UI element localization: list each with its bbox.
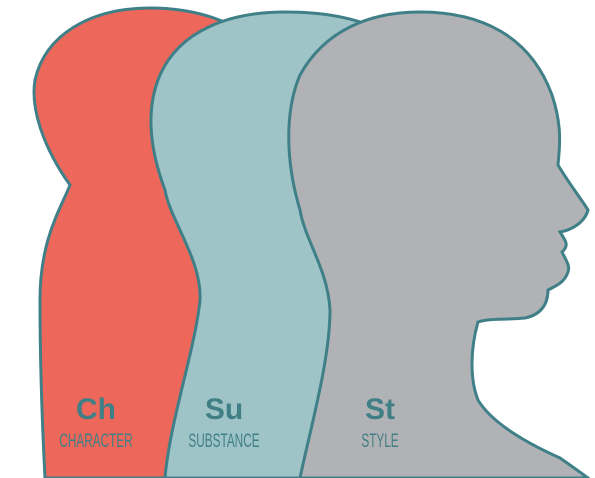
substance-word: SUBSTANCE	[181, 432, 268, 452]
character-word: CHARACTER	[53, 432, 140, 452]
style-symbol: St	[340, 395, 420, 425]
character-symbol: Ch	[56, 395, 136, 425]
style-word: STYLE	[337, 432, 424, 452]
style-head-silhouette	[289, 12, 588, 478]
substance-symbol: Su	[184, 395, 264, 425]
